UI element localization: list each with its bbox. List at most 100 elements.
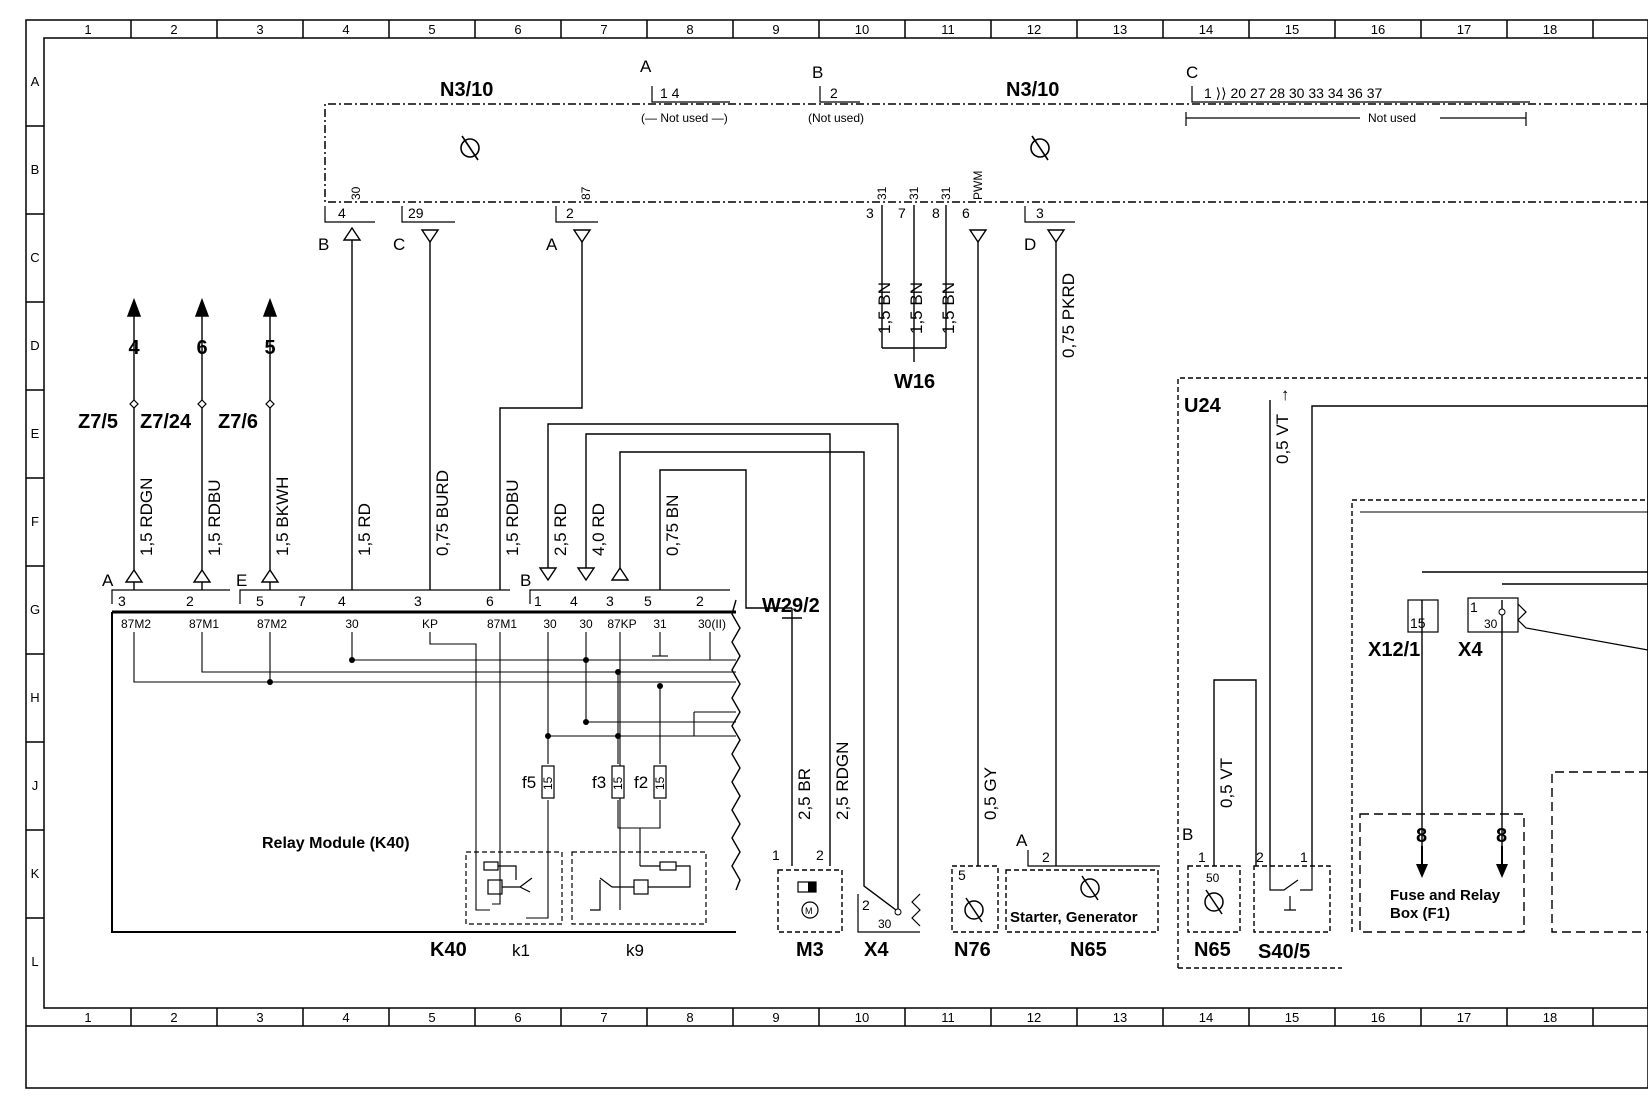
x4-right-connector: 1 30 X4 <box>1458 597 1648 661</box>
x4-terminal-block: 2 30 X4 <box>857 893 921 961</box>
pin-number: 1 <box>534 593 542 609</box>
connector-pins: 1 ⟩⟩ 20 27 28 30 33 34 36 37 <box>1204 85 1383 101</box>
fuse-f2 <box>653 765 667 799</box>
k40-fuse-ratings: 15 15 15 <box>541 776 667 790</box>
u24-label: U24 <box>1184 395 1222 417</box>
ground-point-w16: W16 <box>894 371 935 393</box>
k40-fuse-names: f5 f3 f2 <box>522 773 648 792</box>
grid-col-label: 16 <box>1371 22 1385 37</box>
relay-k9 <box>571 851 707 925</box>
grid-col-label: 13 <box>1113 22 1127 37</box>
grid-col-label: 12 <box>1027 1010 1041 1025</box>
k40-junction-dots <box>267 657 663 739</box>
grid-col-label: 14 <box>1199 1010 1213 1025</box>
grid-row-label: A <box>31 74 40 89</box>
output-arrows <box>126 297 278 317</box>
fuse-name: f5 <box>522 773 536 792</box>
grid-col-label: 9 <box>772 22 779 37</box>
n65-label: N65 <box>1070 939 1107 961</box>
terminal-label: 87KP <box>607 617 636 631</box>
wire-lines <box>133 205 1648 911</box>
connector-letter: B <box>318 235 329 254</box>
splice-label: Z7/5 <box>78 411 118 433</box>
terminal-label: KP <box>422 617 438 631</box>
relay-k1 <box>465 851 563 925</box>
fuse-name: f2 <box>634 773 648 792</box>
grid-col-label: 15 <box>1285 1010 1299 1025</box>
k40-fuses <box>541 765 667 799</box>
grid-col-label: 8 <box>686 22 693 37</box>
n76-module: 5 N76 <box>951 865 999 961</box>
wire-label: 1,5 BKWH <box>273 477 292 556</box>
grid-col-label: 6 <box>514 1010 521 1025</box>
grid-row-label: K <box>31 866 40 881</box>
k40-title: Relay Module (K40) <box>262 835 410 852</box>
grid-row-label: C <box>30 250 39 265</box>
grid-col-label: 11 <box>941 22 955 37</box>
n3-10-control-unit: N3/10 N3/10 A 1 4 (— Not used —) B 2 (No… <box>318 57 1648 254</box>
grid-row-label: G <box>30 602 40 617</box>
connector-letter: E <box>236 571 247 590</box>
grid-col-label: 9 <box>772 1010 779 1025</box>
pin-number: 2 <box>696 593 704 609</box>
grid-col-label: 18 <box>1543 1010 1557 1025</box>
wire-label: 4,0 RD <box>589 503 608 556</box>
grid-col-label: 16 <box>1371 1010 1385 1025</box>
f1-output-1: 8 <box>1416 825 1427 847</box>
connector-letter: C <box>1186 63 1198 82</box>
pin-number: 4 <box>338 593 346 609</box>
pin-number: 6 <box>962 205 970 221</box>
pin-number: 3 <box>606 593 614 609</box>
grid-col-label: 3 <box>256 22 263 37</box>
x12-1-pin: 15 <box>1410 615 1426 631</box>
output-number: 6 <box>196 337 207 359</box>
fuse-name: f3 <box>592 773 606 792</box>
n65-right-label: N65 <box>1194 939 1231 961</box>
grid-column-labels-top: 1 2 3 4 5 6 7 8 9 10 11 12 13 14 15 16 1… <box>84 22 1557 37</box>
n65-title: Starter, Generator <box>1010 909 1138 926</box>
k40-pin-numbers: 3 2 5 7 4 3 6 1 4 3 5 2 <box>118 593 704 609</box>
connector-note: (— Not used —) <box>641 111 728 125</box>
wire-label: 1,5 RD <box>355 503 374 556</box>
k40-connector-brackets <box>111 589 730 604</box>
splice-labels: Z7/5 Z7/24 Z7/6 <box>78 411 258 433</box>
relay-k9-label: k9 <box>626 941 644 960</box>
grid-row-label: J <box>32 778 39 793</box>
grid-column-labels-bottom: 1 2 3 4 5 6 7 8 9 10 11 12 13 14 15 16 1… <box>84 1010 1557 1025</box>
terminal-label: 30 <box>579 617 593 631</box>
grid-col-label: 17 <box>1457 1010 1471 1025</box>
terminal-label: 87 <box>579 186 593 200</box>
wire-label: 2,5 RDGN <box>833 742 852 820</box>
grid-col-label: 10 <box>855 1010 869 1025</box>
grid-col-label: 1 <box>84 1010 91 1025</box>
wire-label: 1,5 RDBU <box>503 479 522 556</box>
grid-col-label: 7 <box>600 1010 607 1025</box>
x4-label: X4 <box>864 939 889 961</box>
n3-10-connector-letters: B C A D <box>318 235 1036 254</box>
n3-10-label-right: N3/10 <box>1006 79 1059 101</box>
wire-label: 0,5 GY <box>981 767 1000 820</box>
n65-right-connector-letter: B <box>1182 825 1193 844</box>
x12-1-connector: 15 X12/1 <box>1368 599 1439 661</box>
fuse-relay-box-region <box>1351 499 1648 932</box>
n65-connector-letter: A <box>1016 831 1028 850</box>
grid-row-label: B <box>31 162 40 177</box>
grid-col-label: 4 <box>342 22 349 37</box>
x4-right-label: X4 <box>1458 639 1483 661</box>
grid-col-label: 1 <box>84 22 91 37</box>
pin-number: 4 <box>570 593 578 609</box>
ground-point-w29-2: W29/2 <box>762 595 820 617</box>
connector-letter: A <box>102 571 114 590</box>
pin-number: 5 <box>256 593 264 609</box>
connector-triangles <box>124 226 1066 583</box>
pin-number: 2 <box>566 205 574 221</box>
splice-label: Z7/24 <box>140 411 192 433</box>
pin-number: 8 <box>932 205 940 221</box>
wire-label: 2,5 BR <box>795 768 814 820</box>
f1-title-line1: Fuse and Relay <box>1390 887 1501 904</box>
splice-points <box>129 399 275 409</box>
output-number: 4 <box>128 337 140 359</box>
n3-10-connector-c-unused: C 1 ⟩⟩ 20 27 28 30 33 34 36 37 Not used <box>1185 63 1530 126</box>
pin-number: 3 <box>118 593 126 609</box>
sheet-frame <box>25 19 1648 1089</box>
